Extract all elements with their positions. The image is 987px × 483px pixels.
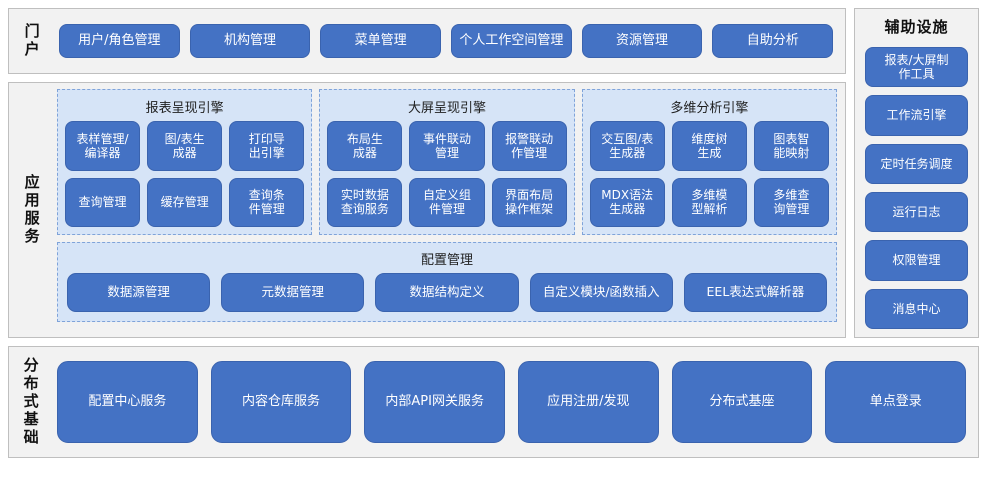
auxiliary-facilities-items: 报表/大屏制 作工具 工作流引擎 定时任务调度 运行日志 权限管理 消息中心 xyxy=(865,47,968,329)
portal-section-label: 门户 xyxy=(22,23,41,59)
portal-item-resource-management[interactable]: 资源管理 xyxy=(581,24,703,58)
aux-item-workflow-engine[interactable]: 工作流引擎 xyxy=(865,95,968,136)
aux-item-permission-management[interactable]: 权限管理 xyxy=(865,240,968,281)
config-item-eel-expression-parser[interactable]: EEL表达式解析器 xyxy=(683,273,828,312)
multidimensional-analysis-engine-title: 多维分析引擎 xyxy=(670,101,749,116)
engine-item-layout-generator[interactable]: 布局生 成器 xyxy=(327,121,403,171)
portal-item-user-role-management[interactable]: 用户/角色管理 xyxy=(59,24,180,58)
auxiliary-facilities-title: 辅助设施 xyxy=(884,18,949,36)
distributed-foundation-section-label: 分布式基础 xyxy=(21,357,40,447)
dist-item-content-repository-service[interactable]: 内容仓库服务 xyxy=(210,361,352,443)
engine-item-chart-smart-mapping[interactable]: 图表智 能映射 xyxy=(753,121,829,171)
engine-item-event-linkage-management[interactable]: 事件联动 管理 xyxy=(409,121,485,171)
dist-item-config-center-service[interactable]: 配置中心服务 xyxy=(57,361,198,443)
bigscreen-presentation-engine-items: 布局生 成器 事件联动 管理 报警联动 作管理 实时数据 查询服务 自定义组 件… xyxy=(327,121,567,227)
aux-item-message-center[interactable]: 消息中心 xyxy=(865,288,968,329)
engine-item-query-management[interactable]: 查询管理 xyxy=(65,177,141,227)
engine-item-table-template-compiler[interactable]: 表样管理/ 编译器 xyxy=(65,121,141,171)
multidimensional-analysis-engine-items: 交互图/表 生成器 维度树 生成 图表智 能映射 MDX语法 生成器 多维模 型… xyxy=(589,121,829,227)
engine-item-multidimensional-query-management[interactable]: 多维查 询管理 xyxy=(753,177,829,227)
engine-item-multidimensional-model-parsing[interactable]: 多维模 型解析 xyxy=(671,177,747,227)
auxiliary-facilities-section: 辅助设施 报表/大屏制 作工具 工作流引擎 定时任务调度 运行日志 权限管理 消… xyxy=(854,8,979,338)
application-services-section-label: 应用服务 xyxy=(22,174,41,246)
portal-section: 门户 用户/角色管理 机构管理 菜单管理 个人工作空间管理 资源管理 自助分析 xyxy=(8,8,846,74)
bigscreen-presentation-engine-title: 大屏呈现引擎 xyxy=(407,101,486,116)
dist-item-internal-api-gateway-service[interactable]: 内部API网关服务 xyxy=(364,361,506,443)
engine-item-alarm-linkage-action-management[interactable]: 报警联动 作管理 xyxy=(491,121,567,171)
engine-item-custom-component-management[interactable]: 自定义组 件管理 xyxy=(409,177,485,227)
configuration-management-panel: 配置管理 数据源管理 元数据管理 数据结构定义 自定义模块/函数插入 EEL表达… xyxy=(57,242,837,322)
portal-item-self-service-analysis[interactable]: 自助分析 xyxy=(712,24,834,58)
portal-item-personal-workspace-management[interactable]: 个人工作空间管理 xyxy=(451,24,572,58)
engine-item-ui-layout-operation-framework[interactable]: 界面布局 操作框架 xyxy=(491,177,567,227)
left-stack: 门户 用户/角色管理 机构管理 菜单管理 个人工作空间管理 资源管理 自助分析 … xyxy=(8,8,846,338)
application-services-section: 应用服务 报表呈现引擎 表样管理/ 编译器 图/表生 成器 打印导 出引擎 查询… xyxy=(8,82,846,338)
engine-item-dimension-tree-generation[interactable]: 维度树 生成 xyxy=(671,121,747,171)
config-item-datasource-management[interactable]: 数据源管理 xyxy=(67,273,211,312)
distributed-foundation-items: 配置中心服务 内容仓库服务 内部API网关服务 应用注册/发现 分布式基座 单点… xyxy=(51,347,978,457)
aux-item-scheduled-task-scheduling[interactable]: 定时任务调度 xyxy=(865,143,968,184)
multidimensional-analysis-engine-panel: 多维分析引擎 交互图/表 生成器 维度树 生成 图表智 能映射 MDX语法 生成… xyxy=(581,89,837,235)
configuration-management-items: 数据源管理 元数据管理 数据结构定义 自定义模块/函数插入 EEL表达式解析器 xyxy=(67,273,828,312)
config-item-data-structure-definition[interactable]: 数据结构定义 xyxy=(375,273,519,312)
application-services-body: 报表呈现引擎 表样管理/ 编译器 图/表生 成器 打印导 出引擎 查询管理 缓存… xyxy=(53,83,845,337)
engine-item-cache-management[interactable]: 缓存管理 xyxy=(147,177,223,227)
portal-item-menu-management[interactable]: 菜单管理 xyxy=(320,24,442,58)
distributed-foundation-section: 分布式基础 配置中心服务 内容仓库服务 内部API网关服务 应用注册/发现 分布… xyxy=(8,346,979,458)
portal-items: 用户/角色管理 机构管理 菜单管理 个人工作空间管理 资源管理 自助分析 xyxy=(53,9,845,73)
bigscreen-presentation-engine-panel: 大屏呈现引擎 布局生 成器 事件联动 管理 报警联动 作管理 实时数据 查询服务… xyxy=(319,89,575,235)
portal-item-org-management[interactable]: 机构管理 xyxy=(189,24,311,58)
engine-item-mdx-syntax-generator[interactable]: MDX语法 生成器 xyxy=(589,177,665,227)
engine-item-query-condition-management[interactable]: 查询条 件管理 xyxy=(229,177,305,227)
engine-item-chart-table-generator[interactable]: 图/表生 成器 xyxy=(147,121,223,171)
configuration-management-title: 配置管理 xyxy=(420,253,473,268)
engine-item-realtime-data-query-service[interactable]: 实时数据 查询服务 xyxy=(327,177,403,227)
engine-item-print-export-engine[interactable]: 打印导 出引擎 xyxy=(229,121,305,171)
dist-item-single-sign-on[interactable]: 单点登录 xyxy=(825,361,967,443)
config-item-custom-module-function-insert[interactable]: 自定义模块/函数插入 xyxy=(529,273,673,312)
report-presentation-engine-items: 表样管理/ 编译器 图/表生 成器 打印导 出引擎 查询管理 缓存管理 查询条 … xyxy=(65,121,305,227)
engine-item-interactive-chart-table-generator[interactable]: 交互图/表 生成器 xyxy=(589,121,665,171)
top-area: 门户 用户/角色管理 机构管理 菜单管理 个人工作空间管理 资源管理 自助分析 … xyxy=(8,8,979,338)
aux-item-runtime-log[interactable]: 运行日志 xyxy=(865,191,968,233)
config-item-metadata-management[interactable]: 元数据管理 xyxy=(221,273,365,312)
report-presentation-engine-panel: 报表呈现引擎 表样管理/ 编译器 图/表生 成器 打印导 出引擎 查询管理 缓存… xyxy=(57,89,313,235)
report-presentation-engine-title: 报表呈现引擎 xyxy=(145,101,224,116)
dist-item-app-registration-discovery[interactable]: 应用注册/发现 xyxy=(518,361,659,443)
dist-item-distributed-base[interactable]: 分布式基座 xyxy=(671,361,813,443)
engine-row: 报表呈现引擎 表样管理/ 编译器 图/表生 成器 打印导 出引擎 查询管理 缓存… xyxy=(57,89,837,235)
aux-item-report-bigscreen-authoring-tool[interactable]: 报表/大屏制 作工具 xyxy=(865,47,968,88)
